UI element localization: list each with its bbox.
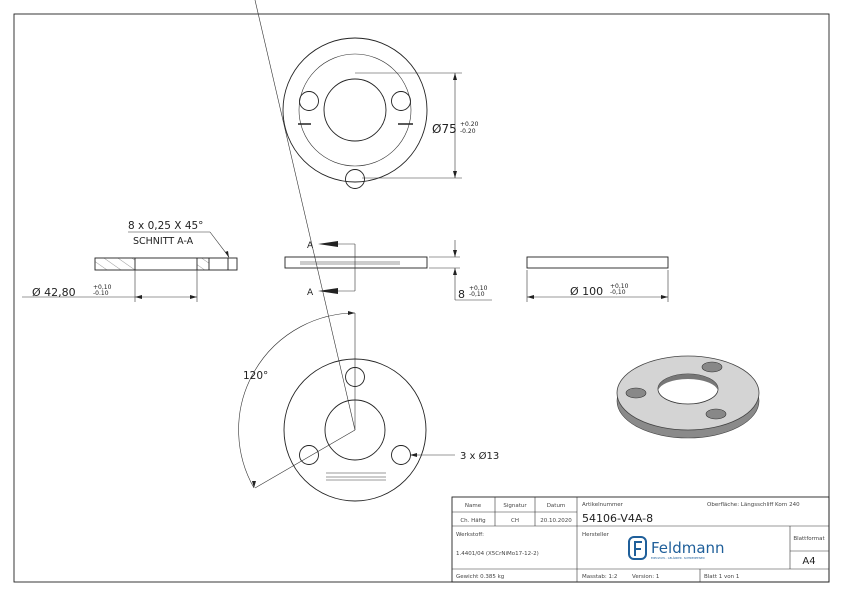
angle-label: 120° <box>243 370 268 382</box>
name-label: Name <box>465 503 482 509</box>
sheet-format: A4 <box>802 556 815 567</box>
tolerance-plus: +0,10 <box>469 285 488 292</box>
tolerance-minus: -0.20 <box>460 128 476 135</box>
diameter-75-label: Ø75 <box>432 122 457 136</box>
date: 20.10.2020 <box>540 518 572 524</box>
date-label: Datum <box>547 503 566 509</box>
section-arrow <box>318 288 338 294</box>
section-title: SCHNITT A-A <box>133 236 194 247</box>
right-view: Ø 100 +0,10 -0,10 <box>526 256 669 302</box>
article-label: Artikelnummer <box>582 502 624 508</box>
drawing-frame <box>13 13 830 583</box>
drafter-name: Ch. Häfig <box>460 518 485 524</box>
bolt-hole <box>299 91 319 111</box>
bolt-hole <box>391 91 411 111</box>
bolt-hole <box>299 445 319 465</box>
format-label: Blattformat <box>793 536 825 542</box>
bolt-hole <box>391 445 411 465</box>
sheet-number: Blatt 1 von 1 <box>704 574 739 580</box>
section-label: A <box>307 241 314 251</box>
manufacturer-label: Hersteller <box>582 532 610 538</box>
section-a-a: 8 x 0,25 X 45° SCHNITT A-A Ø 42,80 +0,10… <box>22 220 238 302</box>
isometric-view <box>616 355 760 439</box>
version: Version: 1 <box>632 574 659 580</box>
tolerance-plus: +0,10 <box>610 283 629 290</box>
top-view: Ø75 +0.20 -0.20 <box>282 37 479 189</box>
tolerance-plus: +0.20 <box>460 121 479 128</box>
tolerance-plus: +0,10 <box>93 284 112 291</box>
bore-diameter-label: Ø 42,80 <box>32 286 76 299</box>
signature: CH <box>511 518 519 524</box>
article-number: 54106-V4A-8 <box>582 512 653 525</box>
bolt-circle <box>298 53 412 167</box>
holes-label: 3 x Ø13 <box>460 450 499 462</box>
material: 1.4401/04 (X5CrNiMo17-12-2) <box>456 551 539 557</box>
signature-label: Signatur <box>503 503 527 509</box>
outer-diameter-label: Ø 100 <box>570 285 603 298</box>
center-bore <box>323 78 387 142</box>
tolerance-minus: -0,10 <box>610 289 626 296</box>
weight: Gewicht 0.385 kg <box>456 574 504 580</box>
section-label: A <box>307 288 314 298</box>
feldmann-logo: Feldmann EDELSTAHL · GELÄNDER · SCHMIEDE… <box>628 536 725 560</box>
side-view: A A 8 +0,10 -0,10 <box>284 240 492 301</box>
chamfer-note: 8 x 0,25 X 45° <box>128 220 203 232</box>
thickness-label: 8 <box>458 288 465 301</box>
bolt-hole <box>345 169 365 189</box>
bottom-view: 120° 3 x Ø13 <box>238 0 499 502</box>
surface-finish: Oberfläche: Längsschliff Korn 240 <box>707 502 800 508</box>
logo-tagline: EDELSTAHL · GELÄNDER · SCHMIEDEEISEN <box>651 555 705 560</box>
outer-circle <box>282 37 428 183</box>
scale: Masstab: 1:2 <box>582 574 617 580</box>
tolerance-minus: -0,10 <box>469 291 485 298</box>
logo-text: Feldmann <box>651 539 725 557</box>
tolerance-minus: -0.10 <box>93 290 109 297</box>
title-block: Name Signatur Datum Ch. Häfig CH 20.10.2… <box>451 496 830 583</box>
material-label: Werkstoff: <box>456 532 484 538</box>
section-arrow <box>318 241 338 247</box>
